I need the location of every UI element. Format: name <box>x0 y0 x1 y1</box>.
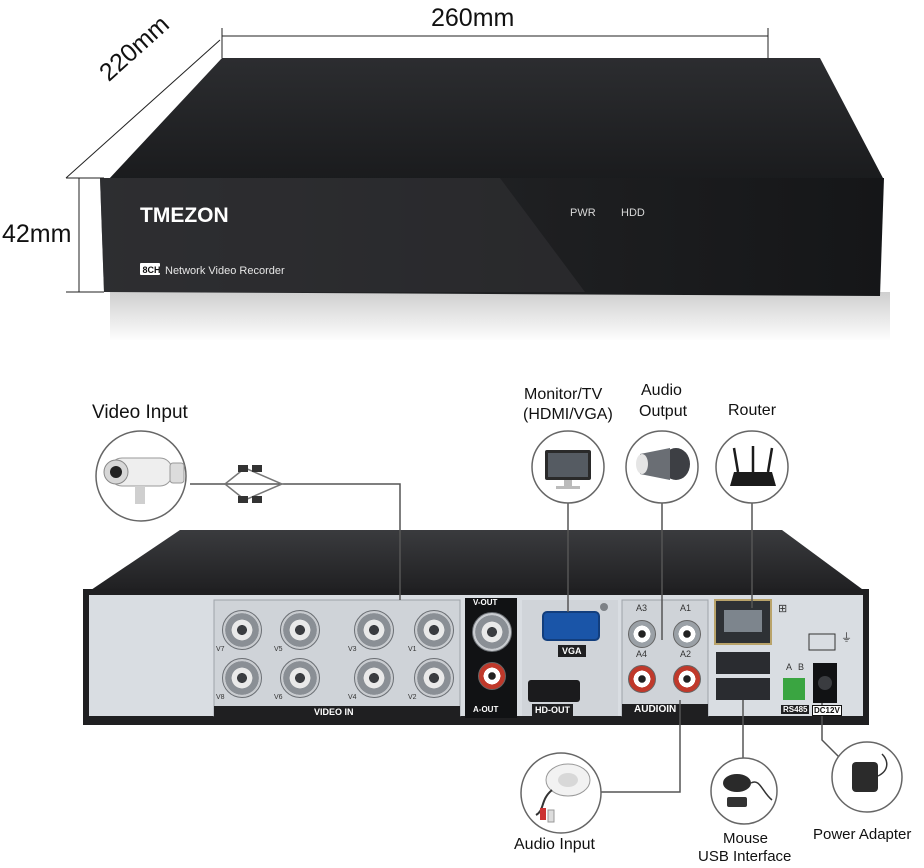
channel-label: V5 <box>274 646 283 653</box>
channel-label: V2 <box>408 694 417 701</box>
brand-logo: TMEZON <box>140 204 229 227</box>
router-icon <box>730 446 776 486</box>
bnc-v7[interactable] <box>222 610 262 650</box>
pwr-indicator-label: PWR <box>570 207 596 219</box>
network-icon: ⊞ <box>778 603 787 615</box>
hdmi-port <box>528 680 580 702</box>
channel-label: V7 <box>216 646 225 653</box>
speaker-icon <box>636 448 690 480</box>
usb-port-1 <box>716 652 770 674</box>
rs485-terminal <box>783 678 805 700</box>
hdd-indicator-label: HDD <box>621 207 645 219</box>
rs485-pin-b: B <box>798 662 805 672</box>
a-out-label: A-OUT <box>473 705 499 714</box>
callout-lines <box>190 483 843 793</box>
channel-label: V1 <box>408 646 417 653</box>
power-adapter-label: Power Adapter <box>813 826 912 843</box>
floor-shadow <box>110 292 890 340</box>
rear-device-top <box>88 530 866 592</box>
audio-in-label: AUDIOIN <box>634 704 677 715</box>
mouse-icon <box>723 774 773 807</box>
cable-connector-icon <box>224 465 284 503</box>
mouse-label-line1: Mouse <box>723 830 769 847</box>
audio-ch-label: A2 <box>680 649 692 659</box>
dc-polarity-icon <box>808 633 836 651</box>
audio-in-a3[interactable] <box>628 620 656 648</box>
router-label: Router <box>728 402 777 419</box>
channel-badge <box>140 263 160 275</box>
device-top-face <box>108 58 884 180</box>
channel-label: V4 <box>348 694 357 701</box>
audio-in-a1[interactable] <box>673 620 701 648</box>
mouse-label-line2: USB Interface <box>698 848 792 865</box>
audio-input-label: Audio Input <box>514 836 595 853</box>
bnc-v5[interactable] <box>280 610 320 650</box>
audio-ch-label: A3 <box>636 603 648 613</box>
v-out-label: V-OUT <box>473 598 498 607</box>
rs485-pin-a: A <box>786 662 793 672</box>
audio-output-label-line2: Output <box>639 403 688 420</box>
channel-label: V8 <box>216 694 225 701</box>
audio-in-a2[interactable] <box>673 665 701 693</box>
rs485-label: RS485 <box>781 705 810 714</box>
model-description: Network Video Recorder <box>165 265 285 277</box>
video-in-label: VIDEO IN <box>314 707 354 717</box>
v-out-port[interactable] <box>472 612 512 652</box>
rear-view-illustration: ⊞ ⏚ <box>83 430 903 834</box>
channel-label: V3 <box>348 646 357 653</box>
audio-ch-label: A1 <box>680 603 692 613</box>
monitor-icon <box>545 450 591 489</box>
vga-port <box>542 611 600 641</box>
bnc-v3[interactable] <box>354 610 394 650</box>
monitor-label-line1: Monitor/TV <box>524 386 603 403</box>
usb-port-2 <box>716 678 770 700</box>
bnc-v6[interactable] <box>280 658 320 698</box>
dc12v-label: DC12V <box>812 705 842 716</box>
microphone-icon <box>535 763 591 823</box>
bnc-v2[interactable] <box>414 658 454 698</box>
hd-out-label: HD-OUT <box>532 704 573 716</box>
dimension-lines <box>65 28 769 293</box>
svg-text:⏚: ⏚ <box>841 631 852 644</box>
power-adapter-icon <box>852 753 888 792</box>
audio-in-panel <box>621 599 709 717</box>
front-view-illustration: TMEZON 8CH Network Video Recorder PWR HD… <box>65 28 890 340</box>
audio-ch-label: A4 <box>636 649 648 659</box>
mouse-circle <box>710 757 778 825</box>
camera-icon <box>103 457 185 504</box>
a-out-port[interactable] <box>478 662 506 690</box>
channel-label: V6 <box>274 694 283 701</box>
channel-badge-text: 8CH <box>143 265 161 275</box>
audio-output-label-line1: Audio <box>641 382 682 399</box>
bnc-v8[interactable] <box>222 658 262 698</box>
bnc-v1[interactable] <box>414 610 454 650</box>
audio-in-a4[interactable] <box>628 665 656 693</box>
vga-label: VGA <box>558 645 586 657</box>
height-dimension: 42mm <box>2 220 72 248</box>
video-input-label: Video Input <box>92 402 188 423</box>
bnc-grid: V7 V5 V3 V1 V8 V6 V4 V2 <box>216 610 454 702</box>
monitor-label-line2: (HDMI/VGA) <box>523 406 613 423</box>
width-dimension: 260mm <box>431 4 515 32</box>
bnc-v4[interactable] <box>354 658 394 698</box>
